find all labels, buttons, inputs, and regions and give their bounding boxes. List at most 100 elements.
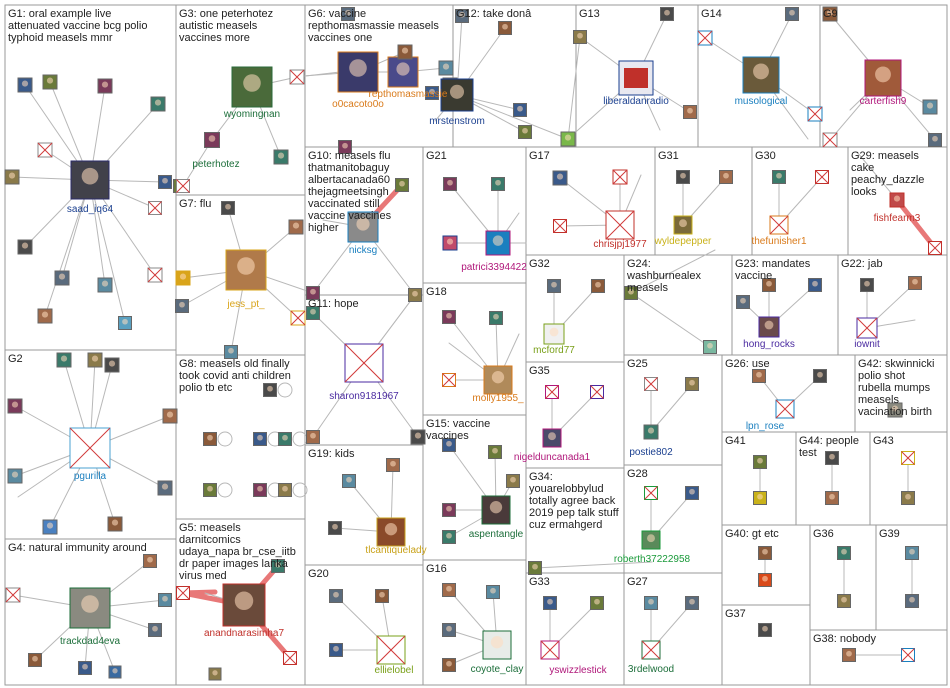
node-label-mrstenstrom[interactable]: mrstenstrom [429,116,485,127]
node-label-fishfearm[interactable]: fishfearm3 [874,213,921,224]
node-label-3rdel[interactable]: 3rdelwood [628,664,674,675]
group-title-g44: test [799,447,817,459]
node-label-hong[interactable]: hong_rocks [743,339,795,350]
node-label-liberaldanradio[interactable]: liberaldanradio [603,96,669,107]
node-avatar-face [396,62,410,76]
node-avatar-face [829,493,835,500]
node-x-mark [69,427,111,469]
group-title-g44: G44: people [799,435,859,447]
node-label-peterhotez[interactable]: peterhotez [192,159,239,170]
node-label-wyomingnan[interactable]: wyomingnan [223,109,280,120]
group-title-g5: udaya_napa br_cse_iitb [179,546,296,558]
node-avatar-face [225,203,231,210]
node-label-pgurilla[interactable]: pgurilla [74,471,107,482]
node-label-aspentangle[interactable]: aspentangle [469,529,524,540]
node-avatar-face [267,385,273,392]
node-avatar-face [664,9,670,16]
node-label-sharon[interactable]: sharon9181967 [329,391,399,402]
group-title-g34: youarelobbylud [529,483,604,495]
node-label-carterfish9[interactable]: carterfish9 [860,96,907,107]
group-title-g40: G40: gt etc [725,528,779,540]
group-title-g42: rubella mumps [858,382,931,394]
node-avatar-face [41,311,49,318]
group-title-g16: G16 [426,563,447,575]
node-avatar-face [112,668,118,674]
node-label-o0cacoto0o[interactable]: o0cacoto0o [332,99,384,110]
node-label-mcford[interactable]: mcford77 [533,345,575,356]
node-avatar-face [21,80,29,87]
node-avatar-face [875,66,891,83]
node-x-mark [807,106,823,122]
node-avatar-face [909,548,915,555]
node-avatar-face [459,11,465,18]
graph-edge [650,383,693,433]
node-x-mark [289,69,305,85]
node-label-wyldepepper[interactable]: wyldepepper [654,236,712,247]
group-title-g41: G41 [725,435,746,447]
node-label-yswizzle[interactable]: yswizzlestick [549,665,607,676]
group-title-g34: G34: [529,471,553,483]
node-x-mark [822,132,838,148]
node-label-molly[interactable]: molly1955_ [472,393,524,404]
graph-edge [856,151,898,201]
node-label-postie[interactable]: postie802 [629,447,673,458]
node-x-mark [290,310,306,326]
node-label-nicksg[interactable]: nicksg [349,245,377,256]
node-avatar-face [447,179,453,186]
node-avatar-face [292,222,300,229]
group-box-g31 [654,146,753,256]
node-label-saad[interactable]: saad_iq64 [67,204,114,215]
node-label-coyote[interactable]: coyote_clay [471,664,524,675]
group-title-g9: G9 [823,8,838,20]
node-avatar-face [429,88,435,95]
node-x-mark [644,377,658,391]
node-label-trackdad[interactable]: trackdad4eva [60,636,120,647]
node-label-anandn[interactable]: anandnarasimha7 [204,628,284,639]
node-label-thefunisher[interactable]: thefunisher1 [751,236,806,247]
node-avatar-face [510,476,516,483]
node-label-tlcanti[interactable]: tlcantiquelady [365,545,426,556]
group-title-g32: G32 [529,258,550,270]
node-avatar-face [228,347,234,354]
node-avatar-face [766,280,772,287]
node-label-lpn[interactable]: lpn_rose [746,421,785,432]
node-avatar-face [162,595,168,602]
node-x-mark [147,267,163,283]
group-title-g42: polio shot [858,370,905,382]
node-avatar-face [689,488,695,495]
node-avatar-face [162,177,168,184]
node-label-roberth[interactable]: roberth37222958 [614,554,691,565]
node-label-ellie[interactable]: ellielobel [375,665,414,676]
graph-edge [534,561,653,569]
node-label-musological[interactable]: musological [735,96,788,107]
logo-badge [624,68,648,88]
group-box-g35 [525,361,625,469]
node-label-chrisjpj[interactable]: chrisjpj1977 [593,239,647,250]
node-avatar[interactable] [864,59,902,97]
node-label-repthomas[interactable]: repthomasmassie [369,89,448,100]
node-avatar[interactable] [222,583,266,627]
node-avatar-face [147,556,153,563]
node-label-nigeld[interactable]: nigelduncanada1 [514,452,591,463]
node-avatar-face [342,142,348,149]
node-avatar-face [60,355,68,362]
group-title-g25: G25 [627,358,648,370]
node-label-iownit[interactable]: iownit [854,339,880,350]
node-avatar-face [8,172,16,179]
node-avatar-face [679,219,687,228]
node-avatar-face [893,195,901,202]
group-title-g35: G35 [529,365,550,377]
node-avatar-face [564,134,572,141]
node-x-mark [644,486,658,500]
node-label-patrici[interactable]: patrici3394422 [461,262,527,273]
node-label-jess[interactable]: jess_pt_ [226,299,265,310]
node-avatar-face [356,217,370,231]
node-avatar-face [414,432,422,439]
node-avatar-face [108,360,116,367]
node-avatar-face [841,548,847,555]
group-title-g31: G31 [658,150,679,162]
node-avatar-face [680,172,686,179]
node-avatar-face [161,483,169,490]
group-title-g26: G26: use [725,358,770,370]
node-x-mark [344,343,384,383]
